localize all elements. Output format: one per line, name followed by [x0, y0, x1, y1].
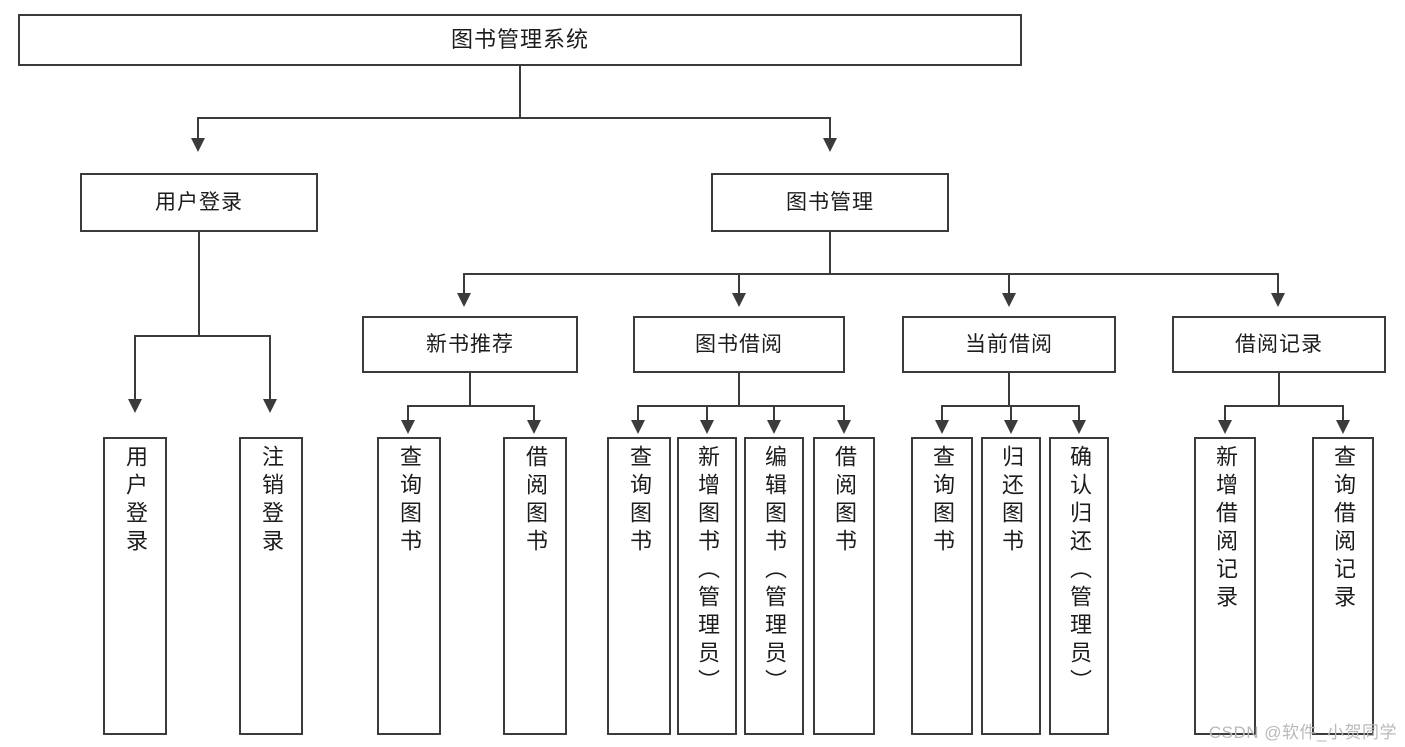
- arrow-to-leaf-edit-book: [767, 420, 781, 434]
- leaf-borrow-book[interactable]: 借阅图书: [813, 437, 875, 735]
- arrow-to-leaf-borrow-book-1: [527, 420, 541, 434]
- node-label: 借阅图书: [523, 445, 548, 557]
- arrow-to-leaf-borrow-book-2: [837, 420, 851, 434]
- connector-book-borrow-stem: [738, 373, 740, 406]
- node-label: 查询图书: [627, 445, 652, 557]
- connector-to-borrow-record: [1277, 273, 1279, 295]
- arrow-to-leaf-confirm-return: [1072, 420, 1086, 434]
- connector-user-login-stem: [198, 232, 200, 336]
- arrow-to-user-login: [191, 138, 205, 152]
- connector-borrow-record-c2: [1342, 405, 1344, 421]
- connector-current-borrow-c2: [1010, 405, 1012, 421]
- arrow-to-book-mgmt: [823, 138, 837, 152]
- connector-root-to-book-mgmt: [829, 117, 831, 140]
- arrow-to-leaf-logout: [263, 399, 277, 413]
- node-label: 归还图书: [999, 445, 1024, 557]
- connector-book-borrow-c4: [843, 405, 845, 421]
- arrow-to-current-borrow: [1002, 293, 1016, 307]
- node-label: 借阅图书: [832, 445, 857, 557]
- node-label: 借阅记录: [1235, 332, 1323, 356]
- connector-new-book-c2: [533, 405, 535, 421]
- connector-root-to-user-login: [197, 117, 199, 140]
- connector-root-bar: [197, 117, 831, 119]
- leaf-query-book-current[interactable]: 查询图书: [911, 437, 973, 735]
- connector-book-mgmt-bar: [463, 273, 1277, 275]
- leaf-query-book-new[interactable]: 查询图书: [377, 437, 441, 735]
- connector-borrow-record-c1: [1224, 405, 1226, 421]
- leaf-query-book-borrow[interactable]: 查询图书: [607, 437, 671, 735]
- connector-to-new-book: [463, 273, 465, 295]
- leaf-add-book[interactable]: 新增图书（管理员）: [677, 437, 737, 735]
- node-label: 查询图书: [930, 445, 955, 557]
- node-label: 新增图书（管理员）: [695, 445, 720, 697]
- connector-book-borrow-c2: [706, 405, 708, 421]
- connector-borrow-record-stem: [1278, 373, 1280, 406]
- leaf-confirm-return[interactable]: 确认归还（管理员）: [1049, 437, 1109, 735]
- connector-book-mgmt-stem: [829, 232, 831, 274]
- node-current-borrow[interactable]: 当前借阅: [902, 316, 1116, 373]
- connector-new-book-stem: [469, 373, 471, 406]
- csdn-watermark: CSDN @软件_小贺同学: [1208, 723, 1397, 742]
- arrow-to-leaf-query-book-3: [935, 420, 949, 434]
- node-book-management[interactable]: 图书管理: [711, 173, 949, 232]
- node-label: 当前借阅: [965, 332, 1053, 356]
- node-user-login[interactable]: 用户登录: [80, 173, 318, 232]
- arrow-to-leaf-query-book-2: [631, 420, 645, 434]
- leaf-add-borrow-record[interactable]: 新增借阅记录: [1194, 437, 1256, 735]
- arrow-to-leaf-query-book-1: [401, 420, 415, 434]
- arrow-to-leaf-query-record: [1336, 420, 1350, 434]
- connector-current-borrow-c3: [1078, 405, 1080, 421]
- connector-book-borrow-bar: [637, 405, 845, 407]
- leaf-borrow-book-new[interactable]: 借阅图书: [503, 437, 567, 735]
- node-label: 用户登录: [123, 445, 148, 557]
- node-label: 查询图书: [397, 445, 422, 557]
- node-book-borrow[interactable]: 图书借阅: [633, 316, 845, 373]
- arrow-to-leaf-add-record: [1218, 420, 1232, 434]
- node-label: 图书管理: [786, 190, 874, 214]
- node-borrow-record[interactable]: 借阅记录: [1172, 316, 1386, 373]
- node-label: 图书管理系统: [450, 26, 589, 52]
- connector-borrow-record-bar: [1224, 405, 1344, 407]
- node-label: 确认归还（管理员）: [1067, 445, 1092, 697]
- leaf-logout[interactable]: 注销登录: [239, 437, 303, 735]
- connector-root-stem: [519, 66, 521, 118]
- leaf-edit-book[interactable]: 编辑图书（管理员）: [744, 437, 804, 735]
- node-new-book-recommend[interactable]: 新书推荐: [362, 316, 578, 373]
- arrow-to-leaf-return-book: [1004, 420, 1018, 434]
- arrow-to-book-borrow: [732, 293, 746, 307]
- node-root-system[interactable]: 图书管理系统: [18, 14, 1022, 66]
- node-label: 图书借阅: [695, 332, 783, 356]
- leaf-query-borrow-record[interactable]: 查询借阅记录: [1312, 437, 1374, 735]
- arrow-to-new-book: [457, 293, 471, 307]
- arrow-to-leaf-user-login: [128, 399, 142, 413]
- leaf-user-login[interactable]: 用户登录: [103, 437, 167, 735]
- connector-to-book-borrow: [738, 273, 740, 295]
- node-label: 编辑图书（管理员）: [762, 445, 787, 697]
- node-label: 用户登录: [155, 190, 243, 214]
- connector-to-current-borrow: [1008, 273, 1010, 295]
- connector-current-borrow-stem: [1008, 373, 1010, 406]
- node-label: 注销登录: [259, 445, 284, 557]
- connector-user-login-left: [134, 335, 136, 401]
- leaf-return-book[interactable]: 归还图书: [981, 437, 1041, 735]
- node-label: 新书推荐: [426, 332, 514, 356]
- connector-current-borrow-c1: [941, 405, 943, 421]
- node-label: 查询借阅记录: [1331, 445, 1356, 613]
- connector-user-login-right: [269, 335, 271, 401]
- node-label: 新增借阅记录: [1213, 445, 1238, 613]
- connector-book-borrow-c1: [637, 405, 639, 421]
- arrow-to-leaf-add-book: [700, 420, 714, 434]
- connector-book-borrow-c3: [773, 405, 775, 421]
- arrow-to-borrow-record: [1271, 293, 1285, 307]
- connector-new-book-c1: [407, 405, 409, 421]
- connector-new-book-bar: [407, 405, 535, 407]
- connector-user-login-bar: [134, 335, 271, 337]
